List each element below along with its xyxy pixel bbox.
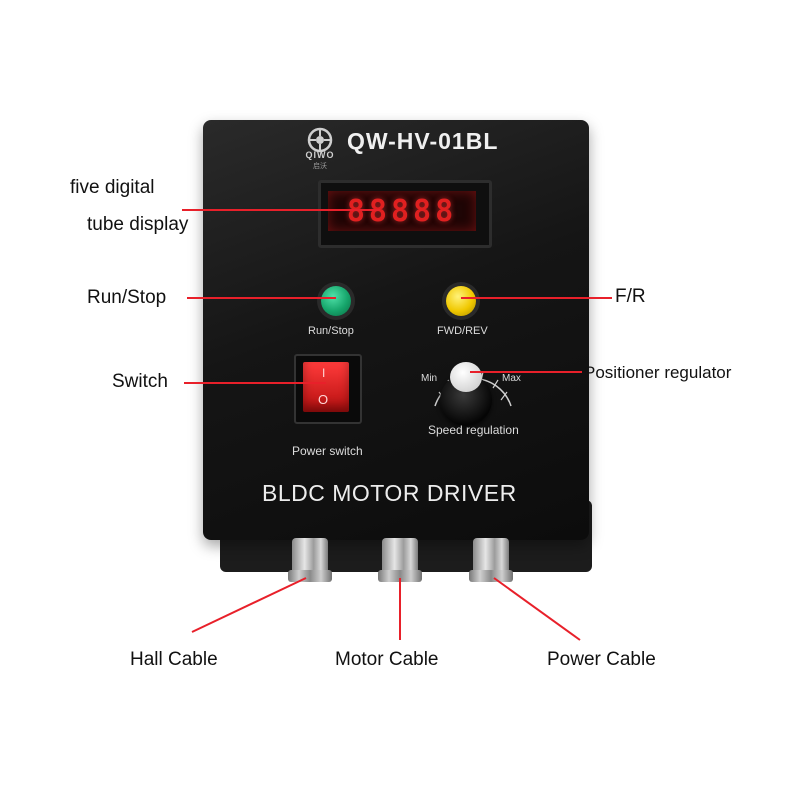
annotation-display-line2: tube display (87, 214, 189, 235)
hall-connector-ring (288, 570, 332, 582)
annotation-display-line1: five digital (70, 177, 155, 198)
device-footer-title: BLDC MOTOR DRIVER (262, 480, 517, 506)
speed-regulation-panel-label: Speed regulation (428, 423, 519, 437)
leader-hall (191, 577, 307, 633)
annotation-run-stop: Run/Stop (87, 287, 167, 308)
speed-knob-cap[interactable] (450, 362, 482, 392)
annotation-hall-cable: Hall Cable (130, 649, 218, 670)
fwd-rev-button[interactable] (446, 286, 476, 316)
annotation-fr: F/R (615, 286, 646, 307)
qiwo-logo-icon (307, 127, 333, 153)
power-rocker-switch[interactable] (303, 362, 349, 412)
annotation-power-cable: Power Cable (547, 649, 656, 670)
annotation-positioner-regulator: Positioner regulator (584, 363, 732, 382)
model-number: QW-HV-01BL (347, 128, 499, 154)
logo-text: QIWO (305, 150, 335, 160)
run-stop-panel-label: Run/Stop (308, 325, 354, 337)
leader-power (493, 577, 581, 641)
motor-connector-ring (378, 570, 422, 582)
run-stop-button[interactable] (321, 286, 351, 316)
knob-min-label: Min (421, 373, 438, 384)
fwd-rev-panel-label: FWD/REV (437, 325, 488, 337)
power-switch-panel-label: Power switch (292, 444, 363, 458)
logo-subtext: 启沃 (313, 163, 327, 170)
switch-off-symbol: O (318, 392, 329, 407)
power-connector-ring (469, 570, 513, 582)
knob-max-label: Max (502, 373, 521, 384)
annotation-switch: Switch (112, 371, 168, 392)
annotation-motor-cable: Motor Cable (335, 649, 439, 670)
switch-on-symbol: I (322, 366, 326, 380)
